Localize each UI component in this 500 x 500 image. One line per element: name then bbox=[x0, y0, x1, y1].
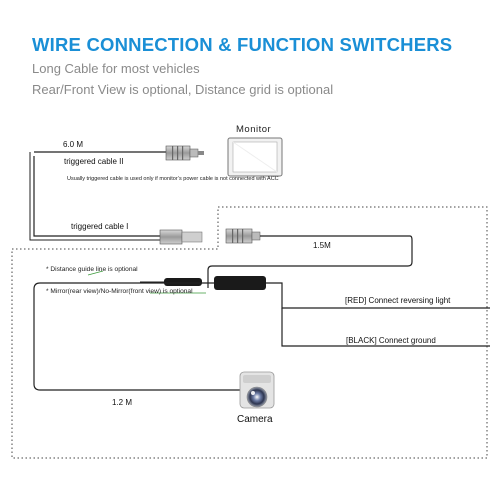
cable-triggered-2-lower bbox=[33, 156, 160, 237]
triggered-cable-1-label: triggered cable I bbox=[71, 222, 129, 231]
cable-1-2m bbox=[33, 282, 240, 391]
cable-top-length: 6.0 M bbox=[63, 140, 84, 149]
extension-connector bbox=[225, 228, 261, 244]
mirror-note: * Mirror(rear view)/No-Mirror(front view… bbox=[46, 288, 193, 295]
dotted-frame bbox=[11, 206, 488, 459]
cable-1-5m bbox=[207, 235, 413, 288]
page-title: WIRE CONNECTION & FUNCTION SWITCHERS bbox=[32, 34, 453, 55]
rca-plug-top bbox=[165, 145, 204, 161]
camera-label: Camera bbox=[237, 414, 273, 425]
black-wire-label: [BLACK] Connect ground bbox=[346, 336, 436, 345]
option-wires bbox=[87, 270, 206, 294]
distance-guide-note: * Distance guide line is optional bbox=[46, 266, 138, 273]
triggered-cable-2-label: triggered cable II bbox=[64, 157, 124, 166]
triggered-cable-note: Usually triggered cable is used only if … bbox=[67, 176, 279, 182]
red-wire-label: [RED] Connect reversing light bbox=[345, 296, 451, 305]
subtitle-line-2: Rear/Front View is optional, Distance gr… bbox=[32, 82, 334, 97]
monitor-label: Monitor bbox=[236, 124, 272, 135]
cable-bottom-length: 1.2 M bbox=[112, 398, 133, 407]
cable-loop-left bbox=[29, 152, 160, 241]
camera-icon bbox=[239, 371, 275, 409]
subtitle-line-1: Long Cable for most vehicles bbox=[32, 61, 200, 76]
trigger-module bbox=[214, 276, 490, 347]
monitor-icon bbox=[227, 137, 283, 177]
cable-mid-length: 1.5M bbox=[313, 241, 331, 250]
triggered-cable-1-connector bbox=[159, 229, 203, 245]
